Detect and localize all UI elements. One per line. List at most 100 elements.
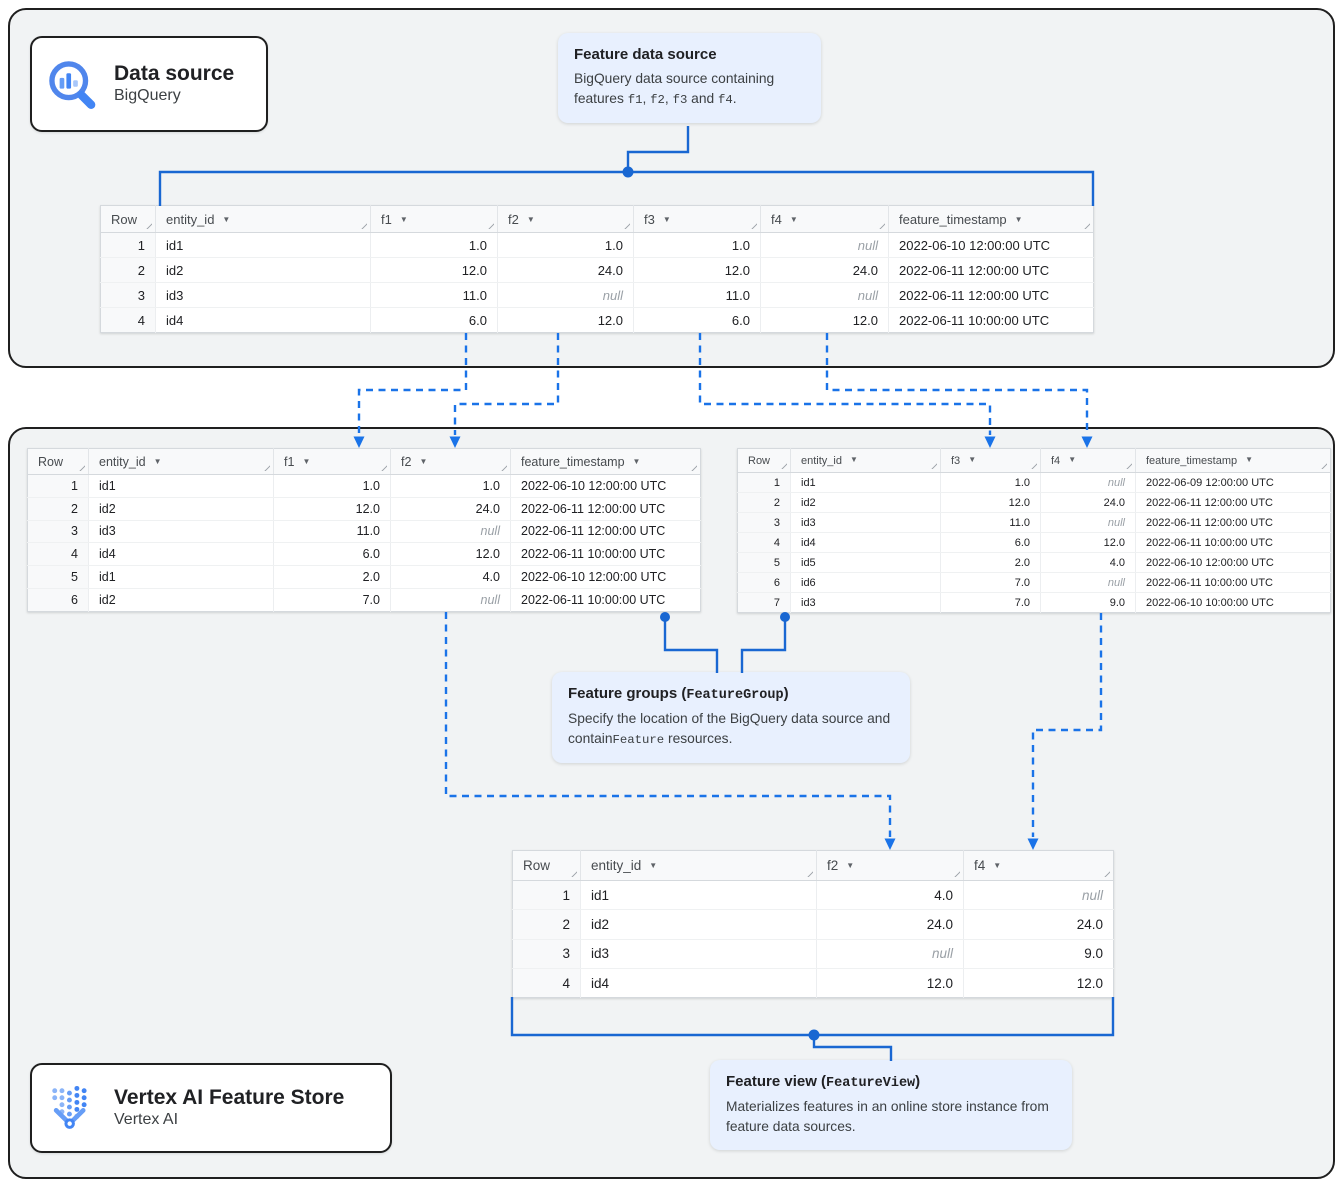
cell: id3 [88,520,274,544]
row-number-cell: 1 [512,880,581,911]
column-header-feature_timestamp[interactable]: feature_timestamp▼ [888,205,1094,233]
code-text: f1 [627,93,643,107]
cell: null [390,588,511,612]
cell: id4 [580,968,817,998]
column-header-f3[interactable]: f3▼ [633,205,761,233]
row-number-cell: 7 [737,592,791,613]
cell: 24.0 [390,497,511,521]
cell: 4.0 [390,565,511,589]
feature-store-card-subtitle: Vertex AI [114,1111,179,1129]
column-resize-handle-icon[interactable] [803,868,813,877]
column-header-f4[interactable]: f4▼ [760,205,889,233]
cell: 1.0 [370,232,498,258]
column-header-f1[interactable]: f1▼ [273,448,391,475]
column-resize-handle-icon[interactable] [927,460,937,469]
column-header-entity_id[interactable]: entity_id▼ [155,205,371,233]
cell: 1.0 [273,474,391,498]
text: resources. [664,731,733,746]
column-header-f2[interactable]: f2▼ [816,850,964,881]
column-header-f4[interactable]: f4▼ [963,850,1114,881]
column-resize-handle-icon[interactable] [1122,460,1132,469]
column-resize-handle-icon[interactable] [777,460,787,469]
column-header-f2[interactable]: f2▼ [390,448,511,475]
cell: 2022-06-10 12:00:00 UTC [1135,552,1331,573]
column-resize-handle-icon[interactable] [260,462,270,471]
column-label: f2 [508,211,519,227]
cell: id1 [580,880,817,911]
column-resize-handle-icon[interactable] [497,462,507,471]
cell: id1 [88,565,274,589]
feature-groups-callout: Feature groups (FeatureGroup) Specify th… [552,672,910,763]
sort-dropdown-icon: ▼ [222,214,231,224]
data-source-card-subtitle: BigQuery [114,87,181,105]
cell: 6.0 [370,307,498,333]
sort-dropdown-icon: ▼ [849,454,858,464]
column-resize-handle-icon[interactable] [687,462,697,471]
cell: 1.0 [497,232,634,258]
sort-dropdown-icon: ▼ [1245,454,1254,464]
cell: 4.0 [1040,552,1136,573]
sort-dropdown-icon: ▼ [649,861,658,870]
feature-store-card-title: Vertex AI Feature Store [114,1086,345,1109]
column-resize-handle-icon[interactable] [357,220,367,229]
cell: 1.0 [390,474,511,498]
cell: 2022-06-11 12:00:00 UTC [510,520,701,544]
cell: null [760,232,889,258]
column-resize-handle-icon[interactable] [75,462,85,471]
text: ) [915,1073,921,1090]
text: ) [783,685,789,702]
column-resize-handle-icon[interactable] [620,220,630,229]
cell: 12.0 [1040,532,1136,553]
vertex-feature-store-card: Vertex AI Feature Store Vertex AI [30,1063,392,1153]
row-number-cell: 5 [27,565,89,589]
column-header-entity_id[interactable]: entity_id▼ [580,850,817,881]
column-resize-handle-icon[interactable] [142,220,152,229]
column-header-entity_id[interactable]: entity_id▼ [790,448,941,473]
column-resize-handle-icon[interactable] [747,220,757,229]
column-header-f3[interactable]: f3▼ [940,448,1041,473]
sort-dropdown-icon: ▼ [632,456,641,466]
cell: null [1040,572,1136,593]
column-resize-handle-icon[interactable] [484,220,494,229]
column-header-row: Row [737,448,791,473]
column-header-feature_timestamp[interactable]: feature_timestamp▼ [510,448,701,475]
column-label: entity_id [99,454,146,469]
cell: id2 [580,909,817,940]
cell: 24.0 [760,257,889,283]
vertex-ai-icon [52,1085,87,1129]
cell: 2022-06-11 12:00:00 UTC [1135,492,1331,513]
column-resize-handle-icon[interactable] [875,220,885,229]
column-label: f1 [284,454,295,469]
column-resize-handle-icon[interactable] [1080,220,1090,229]
cell: id6 [790,572,941,593]
column-resize-handle-icon[interactable] [1027,460,1037,469]
cell: 2.0 [273,565,391,589]
column-resize-handle-icon[interactable] [1100,868,1110,877]
column-resize-handle-icon[interactable] [1317,460,1327,469]
column-resize-handle-icon[interactable] [567,868,577,877]
cell: 2022-06-11 12:00:00 UTC [888,282,1094,308]
column-header-f1[interactable]: f1▼ [370,205,498,233]
column-resize-handle-icon[interactable] [950,868,960,877]
row-number-cell: 1 [737,472,791,493]
cell: 24.0 [963,909,1114,940]
column-header-entity_id[interactable]: entity_id▼ [88,448,274,475]
column-header-f4[interactable]: f4▼ [1040,448,1136,473]
column-label: Row [38,454,64,469]
data-source-card: Data source BigQuery [30,36,268,132]
column-resize-handle-icon[interactable] [377,462,387,471]
column-header-feature_timestamp[interactable]: feature_timestamp▼ [1135,448,1331,473]
column-header-f2[interactable]: f2▼ [497,205,634,233]
